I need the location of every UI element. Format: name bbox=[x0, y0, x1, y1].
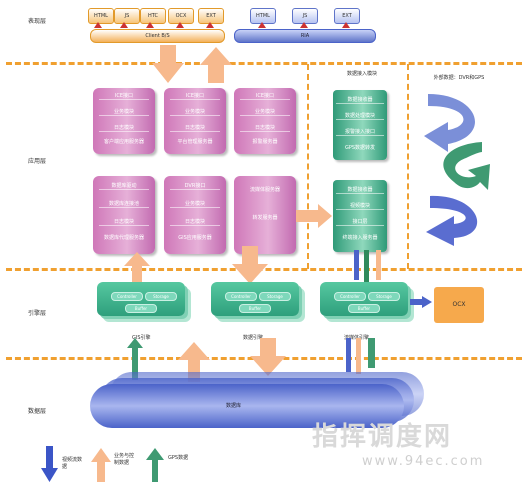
green-item: 接口层 bbox=[336, 218, 384, 226]
client-chip-js: JS bbox=[114, 8, 140, 24]
purple-item: 客户端应用服务器 bbox=[103, 139, 144, 145]
watermark-url: www.94ec.com bbox=[362, 454, 485, 469]
engine-pill: Controller bbox=[334, 292, 366, 301]
purple-item: 日志模块 bbox=[170, 124, 220, 132]
database-label: 数据库 bbox=[226, 403, 242, 409]
engine-pill: Buffer bbox=[125, 304, 157, 313]
app-to-access-arrow bbox=[296, 204, 332, 228]
purple-item: 业务模块 bbox=[240, 108, 290, 116]
separator-line bbox=[6, 62, 522, 65]
green-item: 数据接收器 bbox=[336, 186, 384, 194]
engine-db-arrows bbox=[127, 338, 375, 382]
external-data-label: 外部数据：DVR和GPS bbox=[433, 75, 485, 81]
green-item: GPS数据转发 bbox=[344, 145, 376, 151]
green-item: 终端接入服务器 bbox=[342, 235, 378, 241]
database-cylinder: 数据库 bbox=[90, 384, 404, 428]
green-group-terminal: 数据接收器 视频模块 接口层 终端接入服务器 bbox=[333, 180, 387, 252]
green-group-gps: 数据接收器 数据处理模块 报警接入接口 GPS数据转发 bbox=[333, 90, 387, 160]
client-chip-js-ria: JS bbox=[292, 8, 318, 24]
engine-pill: Buffer bbox=[348, 304, 380, 313]
purple-group-db-proxy: 数据库驱动 数据库连接池 日志模块 数据库代理服务器 bbox=[93, 176, 155, 254]
legend-gps-icon bbox=[146, 448, 164, 482]
chip-arrows bbox=[94, 22, 350, 28]
purple-group-gis-server: DVR接口 业务模块 日志模块 GIS应用服务器 bbox=[164, 176, 226, 254]
purple-item: ICE接口 bbox=[240, 92, 290, 100]
purple-item: 日志模块 bbox=[99, 218, 149, 226]
purple-group-platform-server: ICE接口 业务模块 日志模块 平台管理服务器 bbox=[164, 88, 226, 154]
purple-group-client-server: ICE接口 业务模块 日志模块 客户端应用服务器 bbox=[93, 88, 155, 154]
green-item: 数据处理模块 bbox=[336, 112, 384, 120]
separator-line bbox=[307, 64, 309, 269]
green-item: 数据接收器 bbox=[336, 96, 384, 104]
purple-item: GIS应用服务器 bbox=[178, 235, 212, 241]
purple-item: 日志模块 bbox=[99, 124, 149, 132]
engine-to-ocx-arrow bbox=[410, 296, 432, 308]
separator-line bbox=[407, 64, 409, 269]
layer-label-presentation: 表现层 bbox=[28, 18, 47, 25]
purple-item: 业务模块 bbox=[170, 200, 220, 208]
client-ria-bar: RIA bbox=[234, 29, 376, 43]
legend-gps-label: GPS数据 bbox=[168, 455, 189, 461]
client-chip-htc: HTC bbox=[140, 8, 166, 24]
external-data-arrows bbox=[424, 94, 490, 246]
purple-item: 数据库驱动 bbox=[99, 182, 149, 190]
ocx-box: OCX bbox=[434, 287, 484, 323]
legend-video-icon bbox=[41, 446, 58, 482]
purple-item: ICE接口 bbox=[99, 92, 149, 100]
layer-label-engine: 引擎层 bbox=[28, 310, 47, 317]
purple-item: 数据库代理服务器 bbox=[103, 235, 144, 241]
purple-item: ICE接口 bbox=[170, 92, 220, 100]
purple-item: 业务模块 bbox=[170, 108, 220, 116]
data-access-title: 数据接入模块 bbox=[346, 71, 377, 77]
purple-item: 日志模块 bbox=[170, 218, 220, 226]
purple-group-alarm-server: ICE接口 业务模块 日志模块 报警服务器 bbox=[234, 88, 296, 154]
client-app-arrows bbox=[152, 45, 232, 83]
engine-pill: Buffer bbox=[239, 304, 271, 313]
layer-label-data: 数据层 bbox=[28, 408, 47, 415]
legend-business-icon bbox=[91, 448, 111, 482]
purple-item: 转发服务器 bbox=[252, 215, 278, 221]
app-engine-arrows bbox=[124, 246, 381, 286]
engine-pill: Controller bbox=[111, 292, 143, 301]
engine-pill: Controller bbox=[225, 292, 257, 301]
green-item: 报警接入接口 bbox=[336, 128, 384, 136]
purple-item: 数据库连接池 bbox=[99, 200, 149, 208]
green-item: 视频模块 bbox=[336, 202, 384, 210]
purple-item: 业务模块 bbox=[99, 108, 149, 116]
engine-pill: Storage bbox=[145, 292, 177, 301]
legend-business-label: 业务与控制数据 bbox=[114, 453, 135, 466]
engine-label-data: 数据引擎 bbox=[243, 335, 264, 341]
client-chip-html: HTML bbox=[88, 8, 114, 24]
purple-group-streaming-server: 流媒体服务器 转发服务器 bbox=[234, 176, 296, 254]
purple-item: 流媒体服务器 bbox=[249, 187, 280, 193]
client-ria-label: RIA bbox=[300, 33, 310, 39]
client-bs-label: Client B/S bbox=[145, 33, 170, 39]
client-bs-bar: Client B/S bbox=[90, 29, 225, 43]
engine-data: Controller Storage Buffer bbox=[211, 282, 299, 316]
engine-gis: Controller Storage Buffer bbox=[97, 282, 185, 316]
legend-video-label: 视频流数据 bbox=[62, 457, 83, 470]
layer-label-application: 应用层 bbox=[28, 158, 47, 165]
separator-line bbox=[6, 268, 522, 271]
purple-item: 报警服务器 bbox=[252, 139, 278, 145]
engine-streaming: Controller Storage Buffer bbox=[320, 282, 408, 316]
purple-item: 平台管理服务器 bbox=[177, 139, 213, 145]
engine-pill: Storage bbox=[259, 292, 291, 301]
watermark-title: 指挥调度网 bbox=[312, 422, 453, 452]
purple-item: DVR接口 bbox=[170, 182, 220, 190]
engine-pill: Storage bbox=[368, 292, 400, 301]
purple-item: 日志模块 bbox=[240, 124, 290, 132]
engine-label-gis: GIS引擎 bbox=[132, 335, 151, 341]
